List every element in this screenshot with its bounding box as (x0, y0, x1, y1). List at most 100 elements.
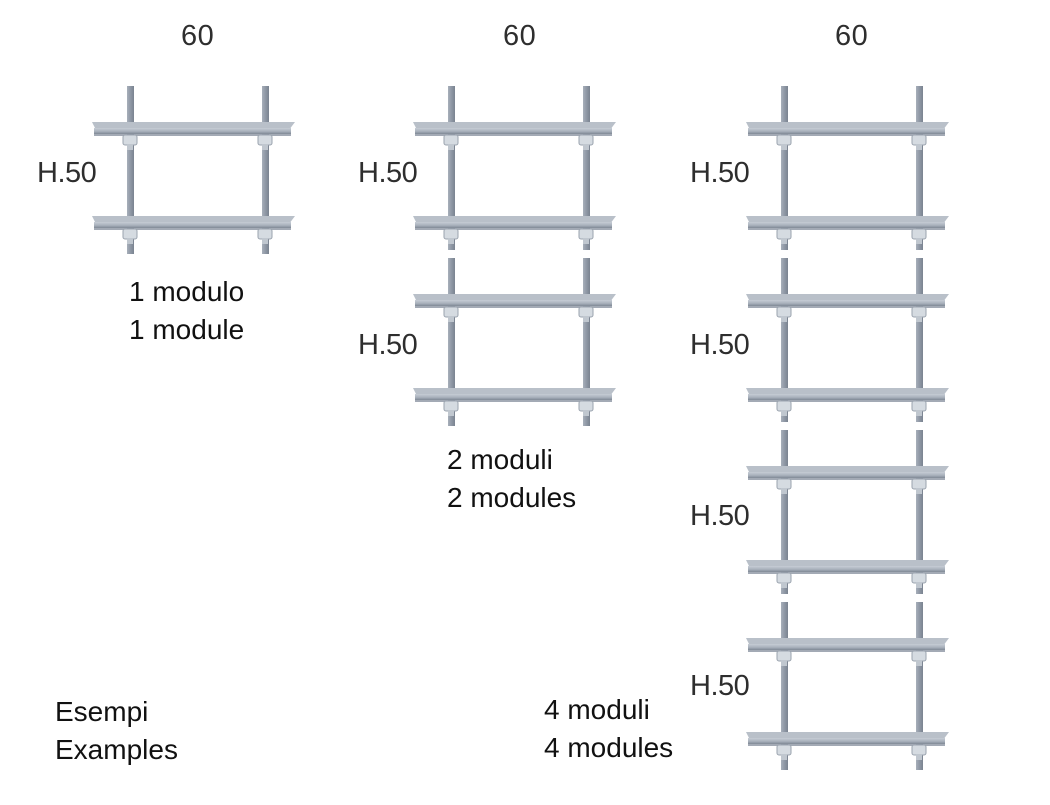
bracket-body (776, 400, 792, 412)
bracket (578, 228, 594, 244)
bracket (257, 134, 273, 150)
bracket-body (911, 478, 927, 490)
shelf-edge (415, 400, 612, 402)
bracket (578, 134, 594, 150)
bracket (776, 744, 792, 760)
bracket-body (911, 400, 927, 412)
shelf-edge (415, 134, 612, 136)
shelf-unit (413, 86, 616, 426)
bracket (776, 228, 792, 244)
shelf-front (748, 300, 945, 306)
bracket (911, 134, 927, 150)
caption-english: 4 modules (544, 732, 674, 763)
shelf-board (746, 216, 949, 230)
shelf-edge (94, 228, 291, 230)
caption-italian: 4 moduli (544, 694, 650, 725)
height-label: H.50 (690, 329, 750, 361)
shelf-front (748, 394, 945, 400)
bracket-body (578, 134, 594, 146)
bracket-body (443, 134, 459, 146)
shelf-board (746, 638, 949, 652)
shelf-module (746, 430, 949, 594)
shelf-module (413, 86, 616, 250)
bracket-tab (781, 660, 787, 666)
shelf-board (92, 216, 295, 230)
shelf-board (746, 732, 949, 746)
shelf-board (746, 294, 949, 308)
upright-post (448, 258, 455, 426)
shelf-module (746, 86, 949, 250)
caption-italian: 1 modulo (129, 276, 245, 307)
bracket-tab (781, 488, 787, 494)
bracket-body (122, 228, 138, 240)
bracket-body (443, 228, 459, 240)
bracket-tab (781, 754, 787, 760)
upright-post (583, 258, 590, 426)
bracket-tab (583, 238, 589, 244)
bracket-body (776, 572, 792, 584)
bracket (443, 228, 459, 244)
bracket-tab (916, 754, 922, 760)
shelf-board (92, 122, 295, 136)
shelf-edge (748, 572, 945, 574)
bracket-tab (916, 660, 922, 666)
caption-italian: 2 moduli (447, 444, 553, 475)
upright-post (262, 86, 269, 254)
bracket-tab (916, 410, 922, 416)
bracket-tab (781, 582, 787, 588)
shelf-edge (748, 228, 945, 230)
shelf-edge (415, 306, 612, 308)
shelf-front (748, 472, 945, 478)
bracket (776, 572, 792, 588)
shelf-front (415, 222, 612, 228)
bracket (776, 400, 792, 416)
bracket-body (776, 744, 792, 756)
bracket-body (443, 400, 459, 412)
shelf-module (413, 258, 616, 426)
bracket-body (122, 134, 138, 146)
bracket (122, 134, 138, 150)
shelf-front (748, 644, 945, 650)
height-label: H.50 (358, 329, 418, 361)
bracket (911, 650, 927, 666)
upright-post (781, 602, 788, 770)
bracket-tab (916, 582, 922, 588)
bracket (578, 400, 594, 416)
shelf-edge (748, 400, 945, 402)
shelf-unit (92, 86, 295, 254)
shelf-front (748, 128, 945, 134)
upright-post (916, 258, 923, 422)
bracket-tab (262, 144, 268, 150)
shelf-front (94, 128, 291, 134)
bracket (911, 744, 927, 760)
bracket (776, 306, 792, 322)
shelf-front (748, 222, 945, 228)
bracket-body (776, 306, 792, 318)
shelf-edge (415, 228, 612, 230)
bracket-body (911, 650, 927, 662)
shelf-board (746, 388, 949, 402)
upright-post (916, 430, 923, 594)
bracket-body (776, 650, 792, 662)
bracket-tab (583, 144, 589, 150)
bracket (578, 306, 594, 322)
height-label: H.50 (358, 157, 418, 189)
bracket-body (257, 134, 273, 146)
shelf-board (413, 294, 616, 308)
shelf-edge (748, 744, 945, 746)
bracket-body (776, 134, 792, 146)
bracket (776, 478, 792, 494)
shelf-module (746, 258, 949, 422)
module-caption: 2 moduli 2 modules (447, 441, 576, 517)
caption-english: 2 modules (447, 482, 577, 513)
shelf-front (415, 128, 612, 134)
shelf-edge (748, 134, 945, 136)
bracket-tab (448, 410, 454, 416)
bracket (911, 228, 927, 244)
bracket-tab (916, 488, 922, 494)
width-label: 60 (503, 20, 537, 52)
bracket-body (578, 228, 594, 240)
bracket-tab (448, 316, 454, 322)
upright-post (916, 602, 923, 770)
shelf-board (413, 388, 616, 402)
